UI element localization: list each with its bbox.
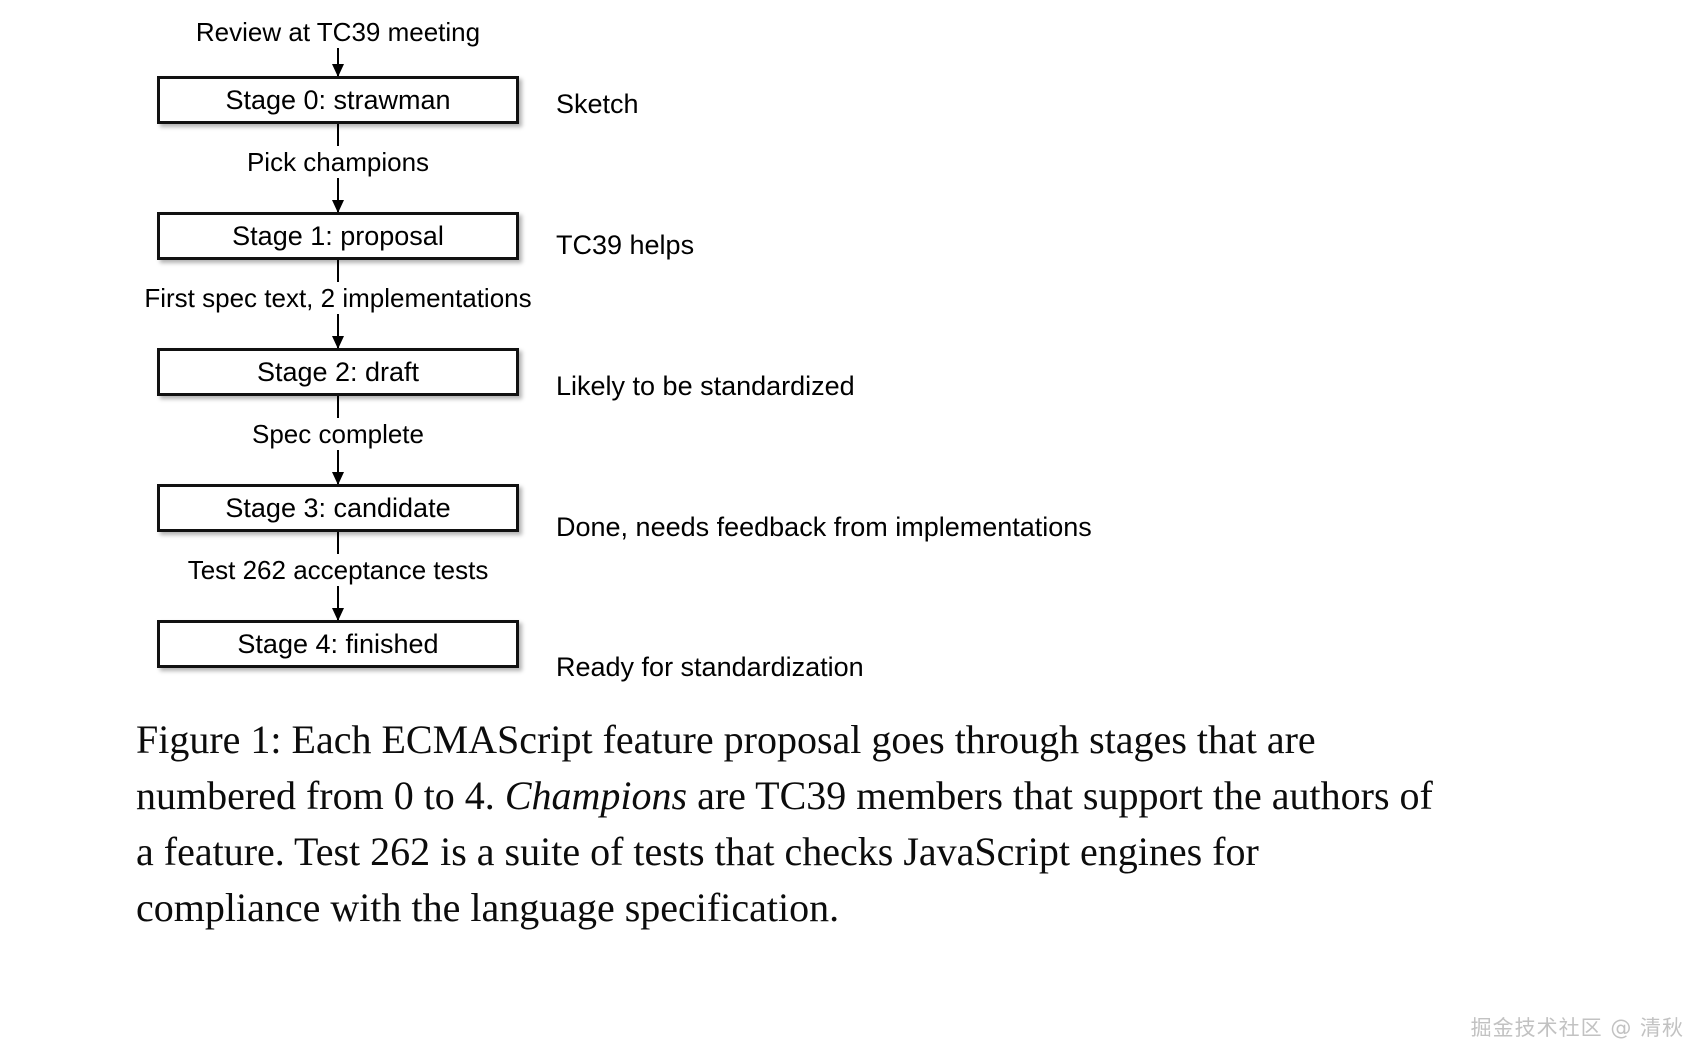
side-note-stage4: Ready for standardization: [556, 652, 864, 682]
caption-text: compliance with the language specificati…: [136, 885, 840, 930]
edge-stem-stage2: [157, 396, 519, 418]
node-stage4[interactable]: Stage 4: finished: [157, 620, 519, 668]
node-stage2-label: Stage 2: draft: [256, 357, 420, 387]
edge-label-pick-champions: Pick champions: [246, 147, 430, 177]
side-note-stage1: TC39 helps: [556, 230, 695, 260]
caption-text: Figure 1: Each ECMAScript feature propos…: [136, 717, 1316, 762]
arrow-shaft: [337, 314, 339, 348]
edge-line: [337, 260, 339, 282]
node-stage4-label: Stage 4: finished: [237, 629, 439, 659]
figure-caption: Figure 1: Each ECMAScript feature propos…: [136, 712, 1556, 936]
caption-text: numbered from 0 to 4.: [136, 773, 505, 818]
side-note-stage3: Done, needs feedback from implementation…: [556, 512, 1092, 542]
arrow-shaft: [337, 450, 339, 484]
arrow-head-icon: [332, 472, 344, 485]
flow-column: Review at TC39 meeting Stage 0: strawman…: [144, 0, 532, 668]
edge-line: [337, 124, 339, 146]
edge-stem-stage1: [157, 260, 519, 282]
edge-label-review-at-tc39-meeting: Review at TC39 meeting: [195, 17, 481, 47]
edge-stem-stage0: [157, 124, 519, 146]
edge-label-spec-complete: Spec complete: [252, 419, 424, 449]
edge-line: [337, 532, 339, 554]
arrow-head-icon: [332, 200, 344, 213]
edge-label-test-262: Test 262 acceptance tests: [187, 555, 489, 585]
node-stage0-label: Stage 0: strawman: [225, 85, 451, 115]
arrow-head-icon: [332, 336, 344, 349]
arrow-head-icon: [332, 64, 344, 77]
ecmascript-stage-flowchart: Review at TC39 meeting Stage 0: strawman…: [144, 0, 1092, 682]
arrow-head-icon: [332, 608, 344, 621]
arrow-to-stage0: [157, 48, 519, 77]
arrow-to-stage3: [157, 450, 519, 485]
edge-label-text: First spec text, 2 implementations: [144, 283, 532, 313]
node-stage3-label: Stage 3: candidate: [225, 493, 451, 523]
caption-text: a feature. Test 262 is a suite of tests …: [136, 829, 1259, 874]
arrow-to-stage4: [157, 586, 519, 621]
node-stage1[interactable]: Stage 1: proposal: [157, 212, 519, 260]
caption-emphasis: Champions: [504, 773, 688, 818]
node-stage0[interactable]: Stage 0: strawman: [157, 76, 519, 124]
caption-line-3: a feature. Test 262 is a suite of tests …: [136, 824, 1556, 880]
side-note-stage2: Likely to be standardized: [556, 371, 855, 401]
arrow-shaft: [337, 586, 339, 620]
caption-line-1: Figure 1: Each ECMAScript feature propos…: [136, 712, 1556, 768]
arrow-shaft: [337, 178, 339, 212]
arrow-to-stage2: [157, 314, 519, 349]
node-stage1-label: Stage 1: proposal: [232, 221, 444, 251]
arrow-shaft: [337, 48, 339, 76]
caption-line-4: compliance with the language specificati…: [136, 880, 1556, 936]
edge-stem-stage3: [157, 532, 519, 554]
edge-line: [337, 396, 339, 418]
arrow-to-stage1: [157, 178, 519, 213]
caption-text: are TC39 members that support the author…: [687, 773, 1433, 818]
node-stage3[interactable]: Stage 3: candidate: [157, 484, 519, 532]
watermark: 掘金技术社区 @ 清秋: [1470, 1016, 1684, 1040]
node-stage2[interactable]: Stage 2: draft: [157, 348, 519, 396]
caption-line-2: numbered from 0 to 4. Champions are TC39…: [136, 768, 1556, 824]
side-note-stage0: Sketch: [556, 89, 639, 119]
